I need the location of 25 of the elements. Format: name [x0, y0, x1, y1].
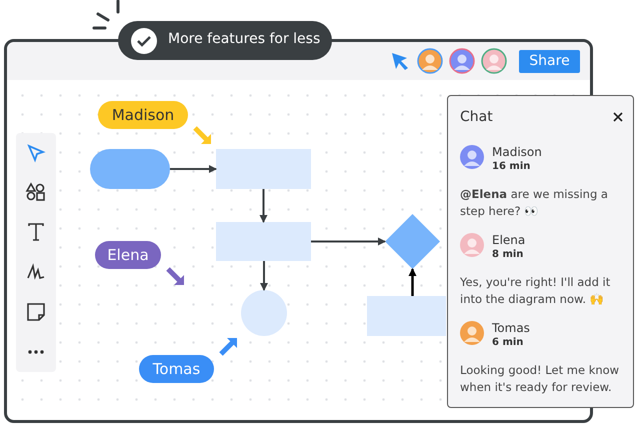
timestamp: 8 min: [492, 249, 524, 260]
share-button: Share: [519, 50, 580, 73]
decision-diamond: [385, 214, 440, 269]
author-name: Elena: [492, 233, 526, 247]
panel-title: Chat: [460, 109, 493, 125]
author-name: Madison: [492, 145, 542, 159]
process-box: [216, 149, 311, 189]
chat-message: Looking good! Let me know when it's ready for review.: [460, 362, 620, 396]
process-box: [216, 222, 311, 261]
name-tag: Elena: [95, 241, 161, 269]
arrow: [260, 189, 268, 223]
arrow: [170, 165, 217, 173]
name-tag: Madison: [98, 101, 188, 129]
name-tag: Tomas: [139, 355, 214, 383]
arrow: [408, 268, 416, 296]
terminal-pill: [90, 149, 170, 189]
process-box: [367, 296, 446, 336]
arrow: [311, 238, 386, 246]
chat-message: @Elena are we missing a step here? 👀: [460, 186, 609, 220]
author-name: Tomas: [492, 321, 530, 335]
timestamp: 16 min: [492, 161, 530, 172]
banner-text: More features for less: [168, 31, 320, 47]
timestamp: 6 min: [492, 337, 524, 348]
arrow: [260, 261, 268, 291]
chat-message: Yes, you're right! I'll add it into the diagram now. 🙌: [460, 274, 612, 308]
